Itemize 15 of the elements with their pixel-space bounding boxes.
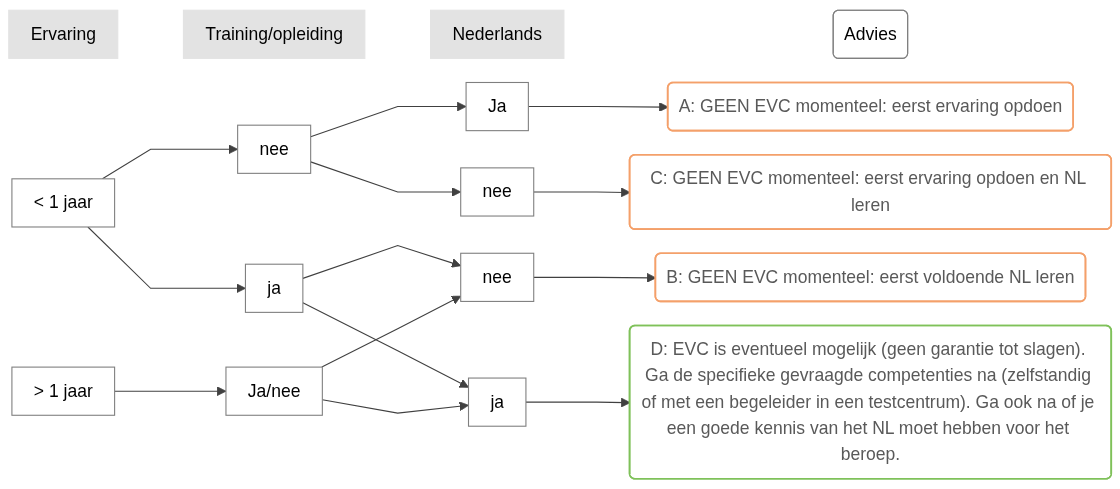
node-box: Ervaring xyxy=(8,9,119,59)
arrow xyxy=(302,302,469,388)
arrow xyxy=(87,226,246,294)
node-box: > 1 jaar xyxy=(11,366,116,416)
node-box: nee xyxy=(460,252,535,302)
node-box: < 1 jaar xyxy=(11,178,116,228)
node-box: ja xyxy=(467,377,527,427)
node-box: Ja xyxy=(465,81,529,132)
arrow xyxy=(310,101,467,138)
node-box: nee xyxy=(237,124,312,174)
node-box: Training/opleiding xyxy=(182,9,366,59)
node-box: ja xyxy=(244,263,304,313)
node-box: nee xyxy=(460,167,535,217)
node-box: Ja/nee xyxy=(225,366,323,416)
node-box: Nederlands xyxy=(430,9,565,59)
